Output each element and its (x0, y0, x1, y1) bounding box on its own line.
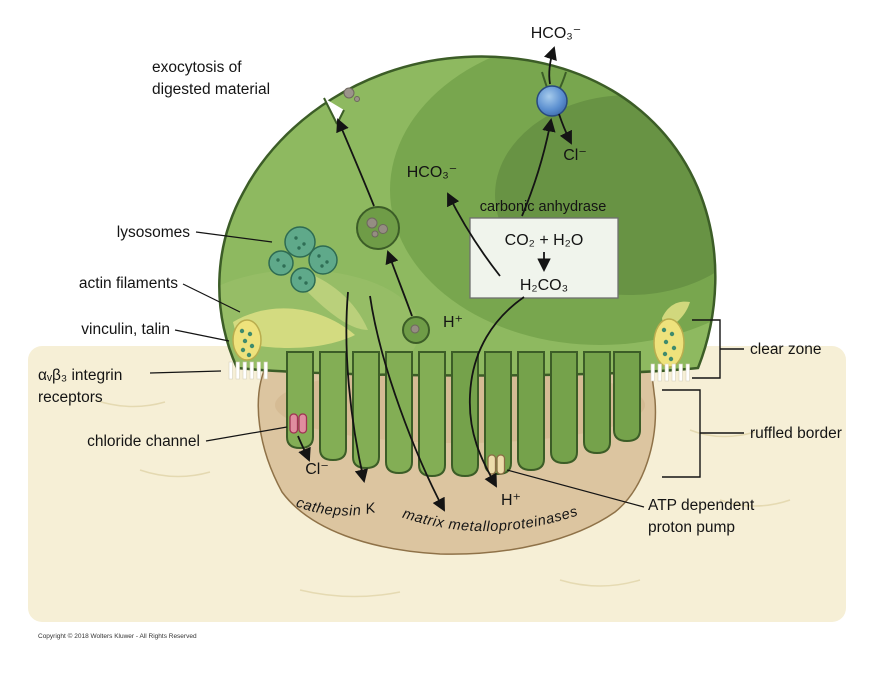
clear-zone-right (650, 318, 690, 382)
exocytosis-label-line2: digested material (152, 81, 270, 98)
actin-ring-left (232, 319, 262, 361)
arrow-h-to-pump (468, 296, 525, 488)
arrow-hco3-to-label (447, 192, 501, 277)
clear-zone-label: clear zone (750, 341, 822, 358)
integrin-label-line1: αᵥβ₃ integrin (38, 367, 122, 384)
pointer-chloride-channel (205, 426, 288, 442)
transport-vesicle-small (402, 316, 430, 344)
pointer-actin-filaments (182, 283, 241, 313)
hco3-inner-label: HCO₃⁻ (407, 164, 458, 181)
lysosomes (268, 226, 338, 293)
ruffled-border-finger (352, 351, 380, 470)
hco3-top-label: HCO₃⁻ (531, 25, 582, 42)
h-bottom-label: H⁺ (501, 492, 521, 509)
cl-top-label: Cl⁻ (563, 147, 587, 164)
chloride-channel-icon (289, 413, 308, 434)
transport-vesicle-large (356, 206, 400, 250)
bicarbonate-chloride-exchanger (536, 71, 568, 117)
copyright-text: Copyright © 2018 Wolters Kluwer - All Ri… (38, 632, 197, 640)
pointer-lines (149, 231, 645, 508)
cl-bottom-label: Cl⁻ (305, 461, 329, 478)
lysosome (290, 267, 316, 293)
brackets (662, 319, 744, 478)
lysosomes-label: lysosomes (117, 224, 190, 241)
lysosome (268, 250, 294, 276)
pointer-proton-pump (506, 469, 645, 508)
ruffled-border-finger (517, 351, 545, 472)
arrow-cl-import (558, 113, 572, 145)
exocytosis-label-line1: exocytosis of (152, 59, 242, 76)
arrow-hco3-export (543, 46, 557, 85)
lysosome (308, 245, 338, 275)
h2co3-label: H₂CO₃ (520, 277, 568, 294)
pointer-vinculin-talin (174, 329, 230, 342)
integrin-label-line2: receptors (38, 389, 103, 406)
lysosome-speckles (276, 236, 329, 285)
h-inner-label: H⁺ (443, 314, 463, 331)
ruffled-border-finger (418, 351, 446, 478)
co2-h2o-label: CO₂ + H₂O (505, 232, 584, 249)
chloride-channel-label: chloride channel (87, 433, 200, 450)
arrow-vesicle-transport (385, 250, 413, 317)
actin-dots (661, 327, 677, 362)
pointer-lysosomes (195, 231, 273, 243)
lysosome (284, 226, 316, 258)
secretory-streak (298, 270, 368, 330)
arrow-cl-channel-out (297, 435, 311, 462)
vinculin-talin-label: vinculin, talin (81, 321, 170, 338)
proton-pump-label-line1: ATP dependent (648, 497, 755, 514)
clear-zone-left (228, 319, 268, 380)
ruffled-border-finger (550, 351, 578, 465)
arrow-hco3-to-exchanger (521, 118, 556, 217)
exocytosed-particle (343, 87, 360, 102)
ruffled-border-finger (286, 351, 314, 450)
ruffled-border-finger (385, 351, 413, 475)
proton-pump-icon (487, 454, 506, 475)
carbonic-anhydrase-label: carbonic anhydrase (480, 199, 607, 215)
ruffled-border-label: ruffled border (750, 425, 842, 442)
actin-ring-right (653, 318, 685, 368)
integrin-comb-left (228, 361, 268, 380)
secretory-streak (233, 308, 355, 348)
ruffled-border-finger (613, 351, 641, 443)
actin-filaments-label: actin filaments (79, 275, 178, 292)
arrow-mmp-secretion (369, 295, 445, 512)
pointer-integrin (149, 370, 222, 374)
integrin-comb-right (650, 363, 690, 382)
proton-pump-label-line2: proton pump (648, 519, 735, 536)
bone-texture-lines (94, 399, 791, 598)
flow-arrows (297, 46, 572, 512)
ruffled-border-finger (583, 351, 611, 455)
ruffled-border-finger (319, 351, 347, 462)
arrow-cathepsin-secretion (345, 291, 369, 483)
arrow-exocytosis (336, 118, 375, 207)
actin-dots (239, 328, 255, 358)
